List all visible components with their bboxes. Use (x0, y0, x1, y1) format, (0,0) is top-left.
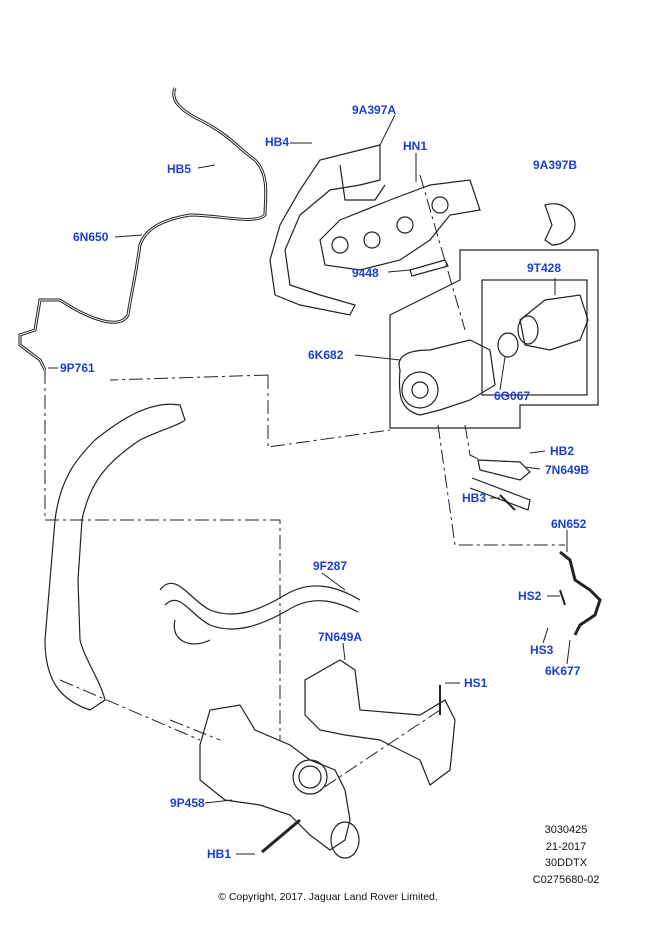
exhaust-manifold (319, 179, 481, 271)
reference-illustration-id: C0275680-02 (532, 874, 600, 886)
callout-9448[interactable]: 9448 (352, 266, 379, 280)
callout-7N649B[interactable]: 7N649B (545, 463, 590, 477)
callout-HS1[interactable]: HS1 (464, 676, 488, 690)
callout-HB4[interactable]: HB4 (265, 135, 290, 149)
callout-6N652[interactable]: 6N652 (551, 517, 587, 531)
callout-HB2[interactable]: HB2 (550, 444, 575, 458)
callout-9A397A[interactable]: 9A397A (352, 103, 397, 117)
callout-7N649A[interactable]: 7N649A (318, 630, 363, 644)
callout-6K682[interactable]: 6K682 (308, 348, 344, 362)
callout-6N650[interactable]: 6N650 (73, 230, 109, 244)
bracket-7N649A (304, 659, 456, 786)
callout-9T428[interactable]: 9T428 (527, 261, 562, 275)
callout-6K677[interactable]: 6K677 (545, 664, 581, 678)
gasket-9448 (409, 259, 449, 277)
inner-box (481, 279, 588, 396)
gasket-6G067 (497, 332, 519, 358)
callout-9P761[interactable]: 9P761 (60, 361, 95, 375)
copyright-notice: © Copyright, 2017. Jaguar Land Rover Lim… (218, 891, 438, 903)
bolt-HB1 (261, 818, 301, 854)
bolt-HB3 (499, 494, 516, 511)
callout-HB5[interactable]: HB5 (167, 162, 192, 176)
pipe-6N652 (559, 550, 602, 636)
shield-9A397B (544, 203, 576, 246)
callout-9P458[interactable]: 9P458 (170, 796, 205, 810)
turbo-group-box (389, 249, 599, 429)
callout-HN1[interactable]: HN1 (403, 139, 428, 153)
callout-HS3[interactable]: HS3 (530, 643, 554, 657)
reference-number: 3030425 (544, 824, 588, 836)
bracket-7N649B (477, 459, 531, 481)
heat-shield-9A397A (269, 144, 381, 316)
catalyst-9T428 (519, 294, 589, 351)
callout-9A397B[interactable]: 9A397B (533, 158, 578, 172)
intake-duct (44, 403, 186, 711)
hose-9F287 (159, 582, 361, 630)
callout-HS2[interactable]: HS2 (518, 589, 542, 603)
bolt-HS2 (559, 589, 566, 606)
callout-HB1[interactable]: HB1 (207, 847, 232, 861)
pipe-6N650 (18, 87, 268, 371)
throttle-body-9P458 (199, 704, 351, 851)
turbocharger-6K682 (398, 339, 496, 416)
callout-HB3[interactable]: HB3 (462, 491, 487, 505)
reference-engine-code: 30DDTX (544, 857, 588, 869)
callout-6G067[interactable]: 6G067 (494, 389, 531, 403)
callout-9F287[interactable]: 9F287 (313, 559, 348, 573)
reference-date: 21-2017 (545, 841, 587, 853)
